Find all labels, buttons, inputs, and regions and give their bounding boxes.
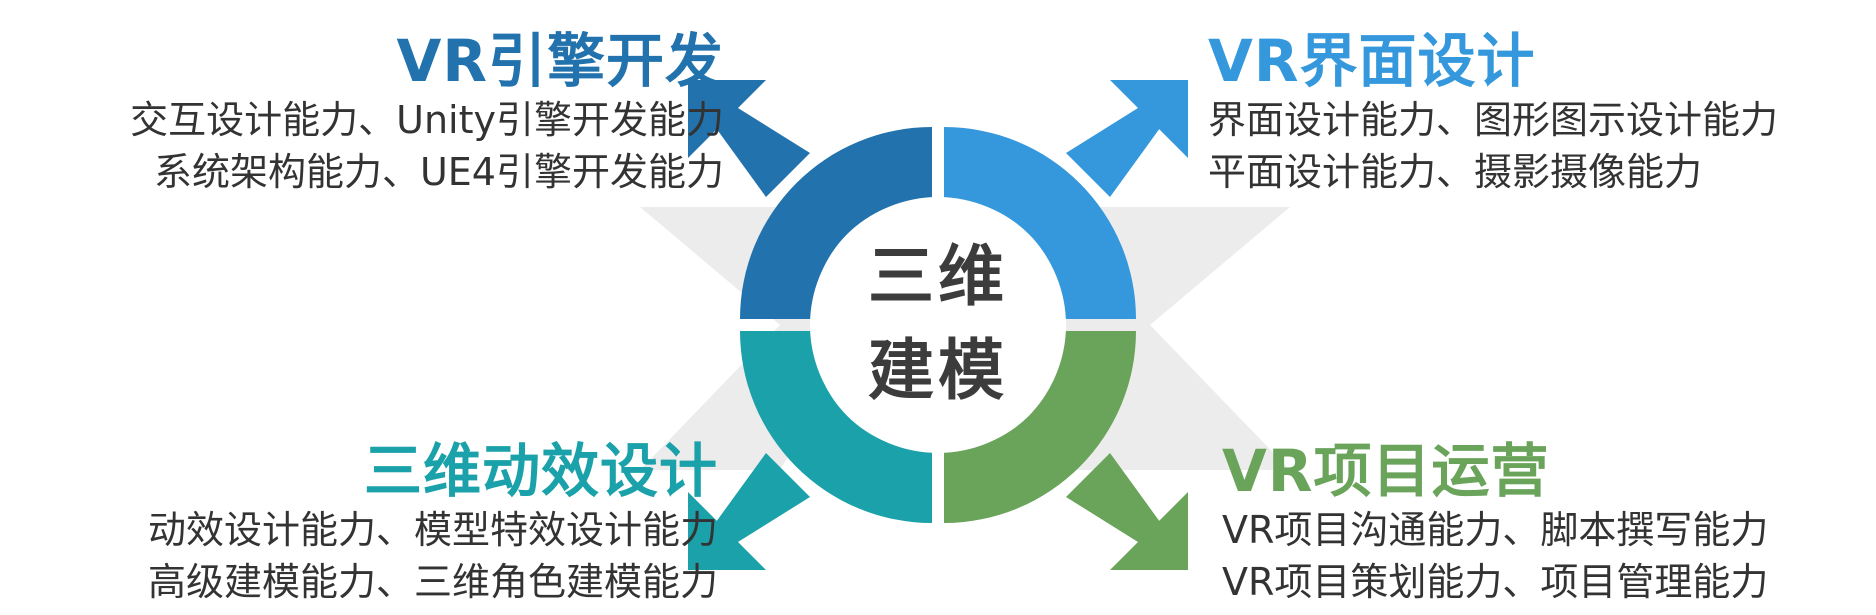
center-circle xyxy=(810,197,1066,453)
block-title: 三维动效设计 xyxy=(363,437,718,505)
block-vr-project-operations: VR项目运营 VR项目沟通能力、脚本撰写能力 VR项目策划能力、项目管理能力 xyxy=(1222,438,1768,608)
block-line: 平面设计能力、摄影摄像能力 xyxy=(1208,150,1703,194)
block-line: 交互设计能力、Unity引擎开发能力 xyxy=(130,98,724,142)
center-label-line-2: 建模 xyxy=(868,332,1008,409)
quadrant-bottom-left-arrow-shaft xyxy=(707,453,810,551)
block-line: 动效设计能力、模型特效设计能力 xyxy=(147,508,718,552)
block-title: VR项目运营 xyxy=(1222,437,1550,505)
block-title: VR界面设计 xyxy=(1208,27,1536,95)
quadrant-bottom-right xyxy=(944,331,1136,523)
block-vr-engine-development: VR引擎开发 交互设计能力、Unity引擎开发能力 系统架构能力、UE4引擎开发… xyxy=(130,28,724,198)
block-line: VR项目沟通能力、脚本撰写能力 xyxy=(1222,508,1769,552)
quadrant-top-left-arrow-shaft xyxy=(707,99,810,197)
block-line: 系统架构能力、UE4引擎开发能力 xyxy=(153,150,724,194)
block-3d-motion-design: 三维动效设计 动效设计能力、模型特效设计能力 高级建模能力、三维角色建模能力 xyxy=(148,438,718,608)
quadrant-bottom-left xyxy=(740,331,932,523)
quadrant-top-left xyxy=(740,127,932,319)
center-label-line-1: 三维 xyxy=(868,238,1008,315)
quadrant-top-right-arrow-shaft xyxy=(1066,99,1169,197)
block-line: 界面设计能力、图形图示设计能力 xyxy=(1208,98,1779,142)
quadrant-top-right xyxy=(944,127,1136,319)
block-title: VR引擎开发 xyxy=(396,27,724,95)
quadrant-bottom-right-arrow-shaft xyxy=(1066,453,1169,551)
block-vr-interface-design: VR界面设计 界面设计能力、图形图示设计能力 平面设计能力、摄影摄像能力 xyxy=(1208,28,1778,198)
block-line: 高级建模能力、三维角色建模能力 xyxy=(147,560,718,604)
block-line: VR项目策划能力、项目管理能力 xyxy=(1222,560,1769,604)
